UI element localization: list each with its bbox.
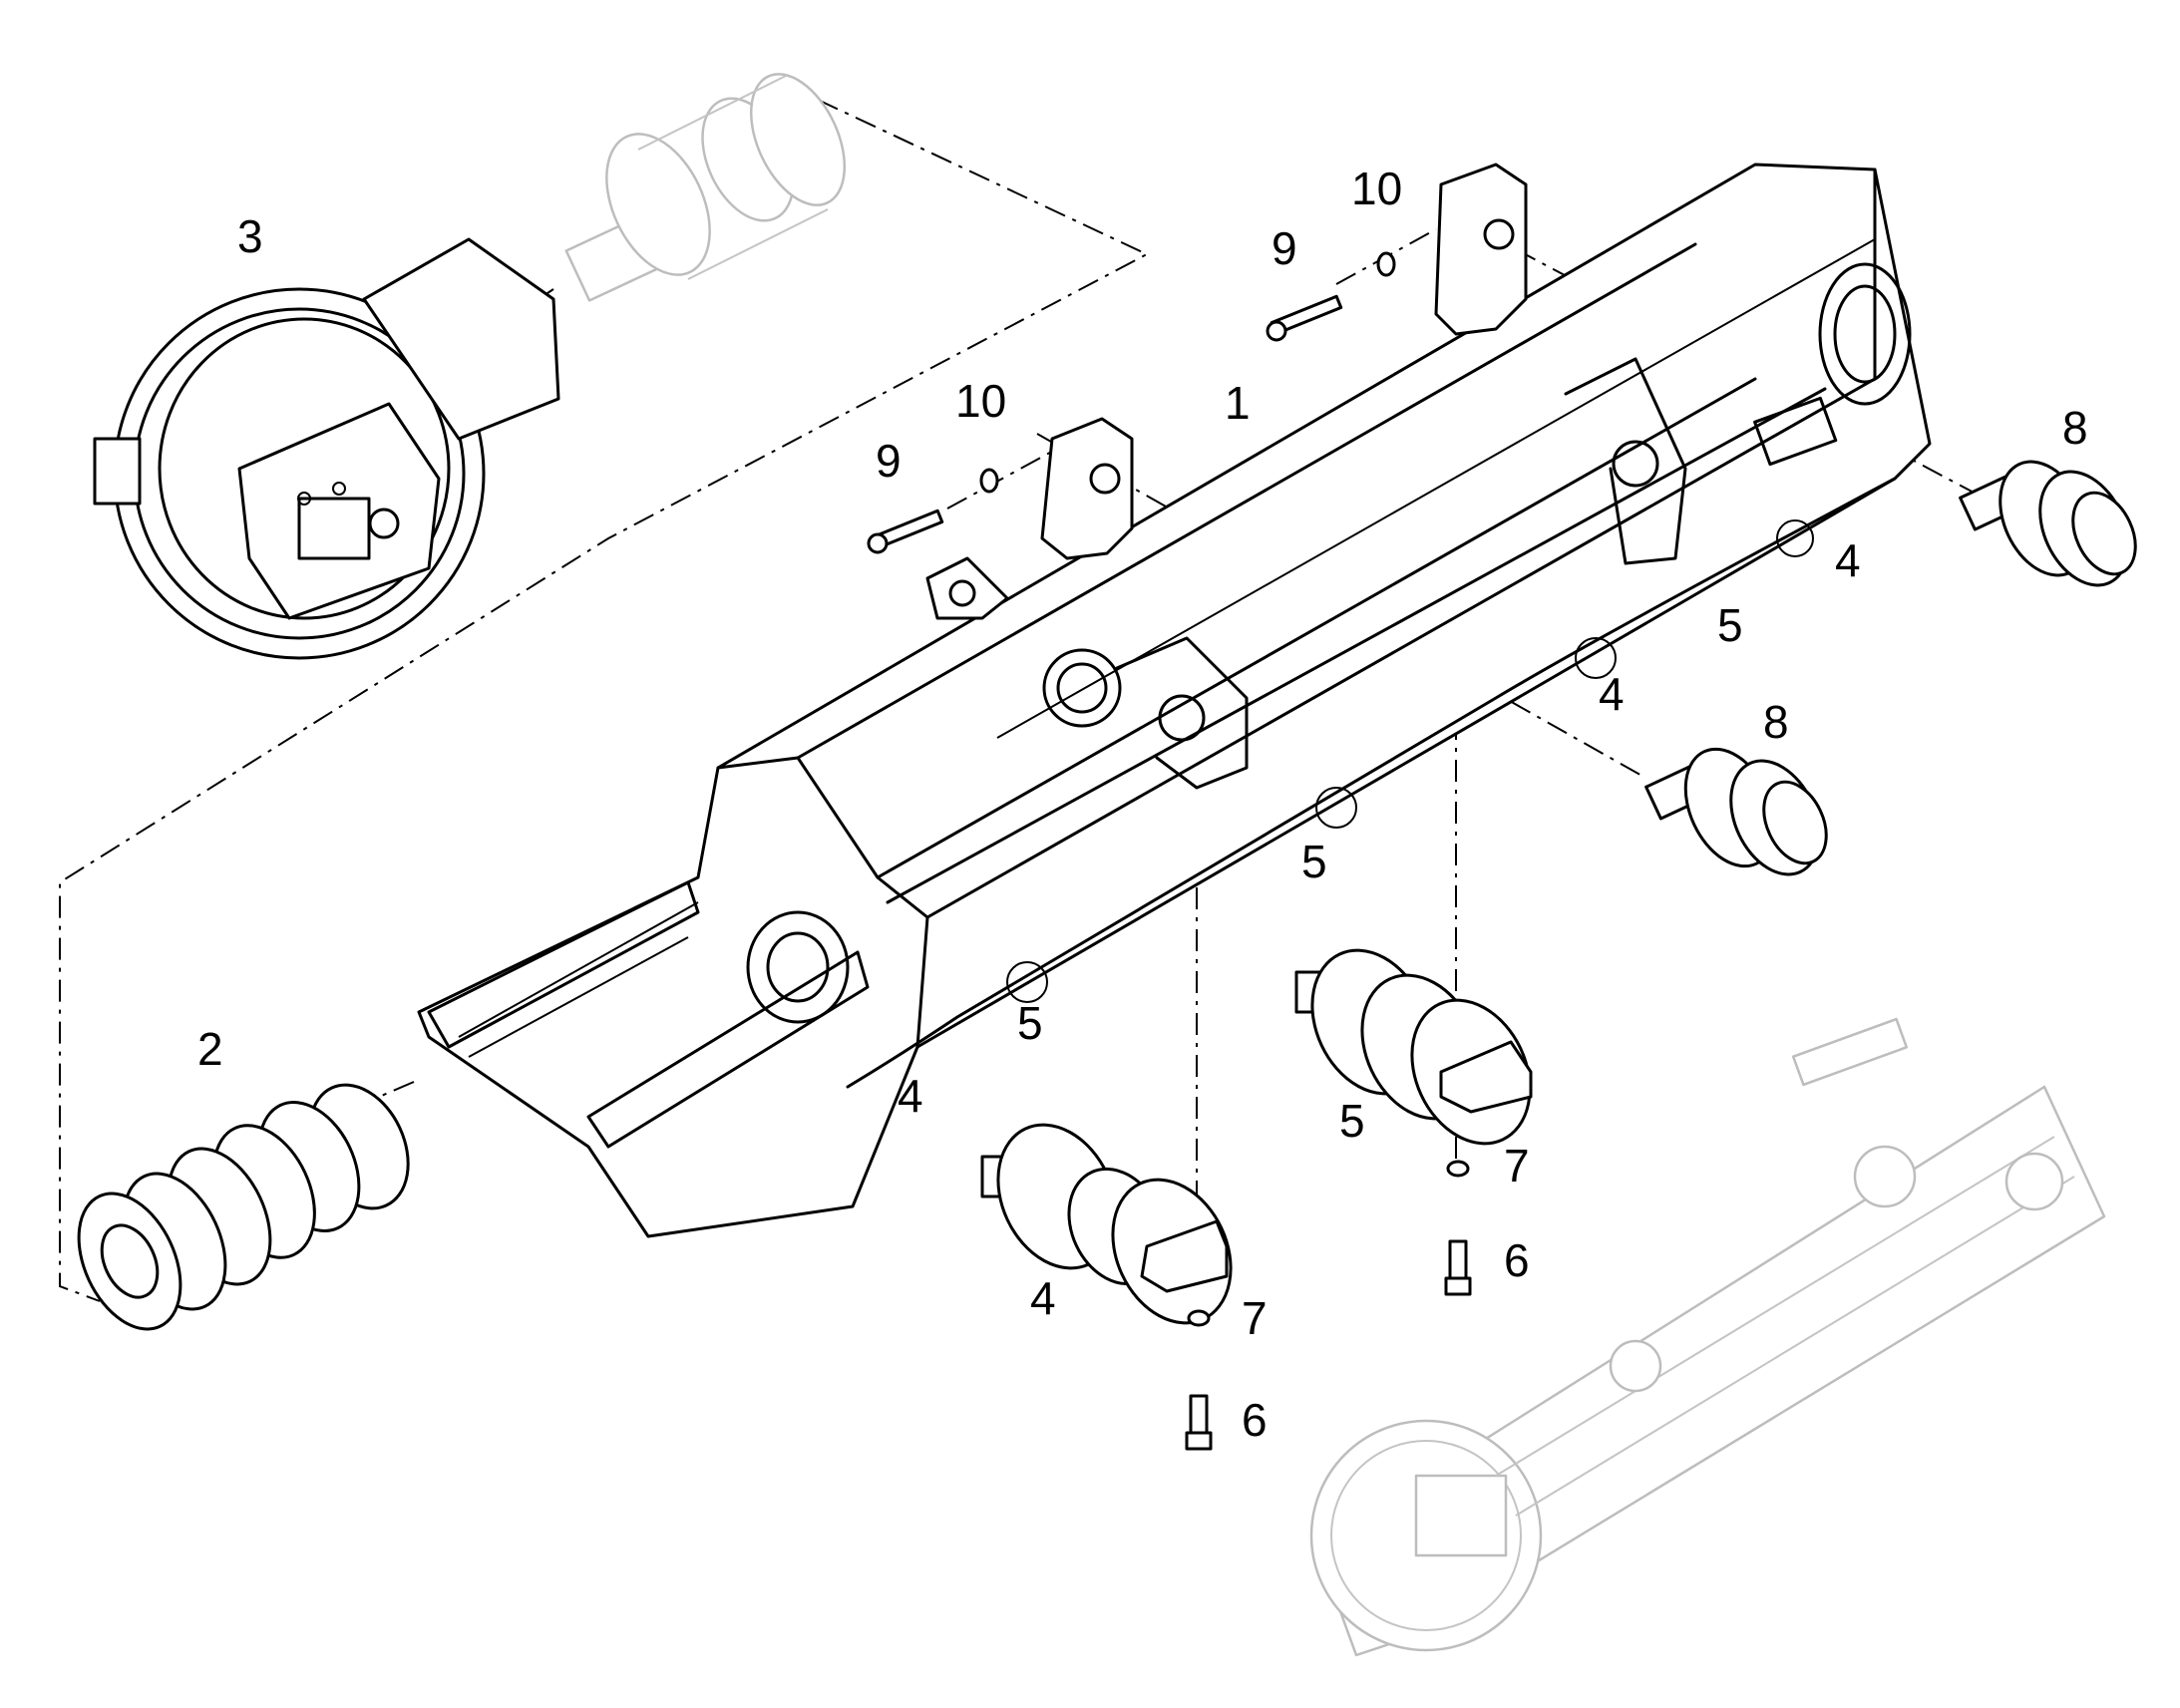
- callout-10: 10: [955, 375, 1006, 427]
- carrier-roller-8b: [1644, 747, 1828, 876]
- track-roller-4: [980, 1123, 1233, 1325]
- callout-4: 4: [1835, 534, 1861, 586]
- callout-9: 9: [1272, 222, 1297, 274]
- callout-8: 8: [1763, 696, 1789, 748]
- callout-10: 10: [1351, 163, 1402, 214]
- bolt-9a: [867, 509, 944, 554]
- bolt-9b: [1266, 294, 1343, 342]
- callout-5: 5: [1017, 997, 1043, 1049]
- mounting-block-a: [925, 417, 1134, 620]
- washer-7b: [1187, 1309, 1211, 1327]
- washer-10a: [979, 468, 999, 494]
- callout-5: 5: [1339, 1095, 1365, 1147]
- bolt-6a: [1444, 1239, 1472, 1296]
- track-roller-5: [1294, 948, 1533, 1146]
- idler-shaft-ghost: [564, 73, 847, 302]
- callout-5: 5: [1717, 599, 1743, 651]
- bolt-6b: [1185, 1394, 1213, 1451]
- callout-8: 8: [2062, 402, 2088, 454]
- callout-6: 6: [1504, 1234, 1530, 1286]
- callout-3: 3: [237, 210, 263, 262]
- callout-7: 7: [1504, 1140, 1530, 1192]
- callout-6: 6: [1242, 1394, 1268, 1446]
- track-frame: [417, 163, 1932, 1238]
- overview-thumbnail: [1309, 1017, 2106, 1657]
- callout-7: 7: [1242, 1292, 1268, 1344]
- callout-9: 9: [876, 435, 902, 487]
- callout-4: 4: [1030, 1272, 1056, 1324]
- idler-wheel: [93, 237, 560, 660]
- callout-2: 2: [197, 1023, 223, 1075]
- callout-4: 4: [1599, 668, 1625, 720]
- washer-7a: [1446, 1160, 1470, 1178]
- carrier-roller-8a: [1959, 460, 2137, 587]
- callout-4: 4: [898, 1070, 923, 1122]
- callout-1: 1: [1225, 377, 1251, 429]
- callouts: 3 10 9 10 9 1 8 4 5 4 8 5 2 5 4 5 7 6 4 …: [197, 163, 2088, 1446]
- washer-10b: [1376, 251, 1396, 277]
- callout-5: 5: [1301, 836, 1327, 887]
- mounting-block-b: [1434, 163, 1528, 336]
- recoil-spring: [77, 1083, 410, 1331]
